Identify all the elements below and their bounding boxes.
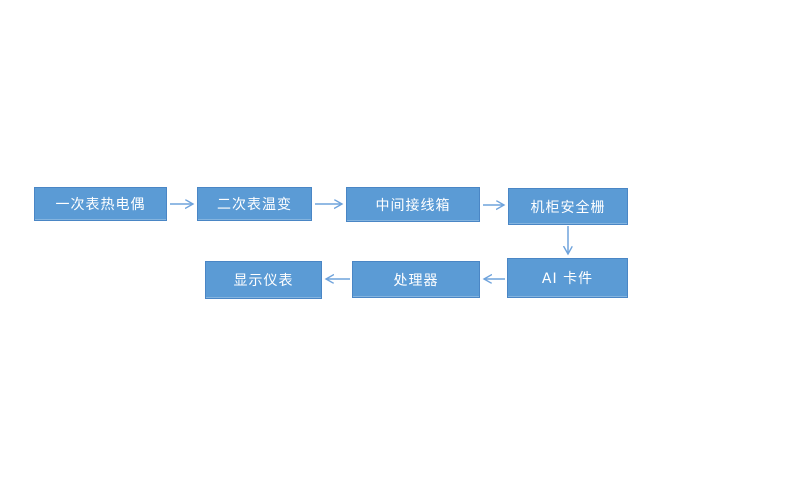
flow-node-intermediate-junction-box: 中间接线箱 — [346, 187, 480, 222]
flow-node-cabinet-safety-barrier: 机柜安全栅 — [508, 188, 628, 225]
flow-node-secondary-meter-temp-transmitter: 二次表温变 — [197, 187, 312, 221]
flow-node-processor: 处理器 — [352, 261, 480, 298]
flow-node-primary-meter-thermocouple: 一次表热电偶 — [34, 187, 167, 221]
flow-node-display-instrument: 显示仪表 — [205, 261, 322, 299]
flow-node-ai-card: AI 卡件 — [507, 258, 628, 298]
